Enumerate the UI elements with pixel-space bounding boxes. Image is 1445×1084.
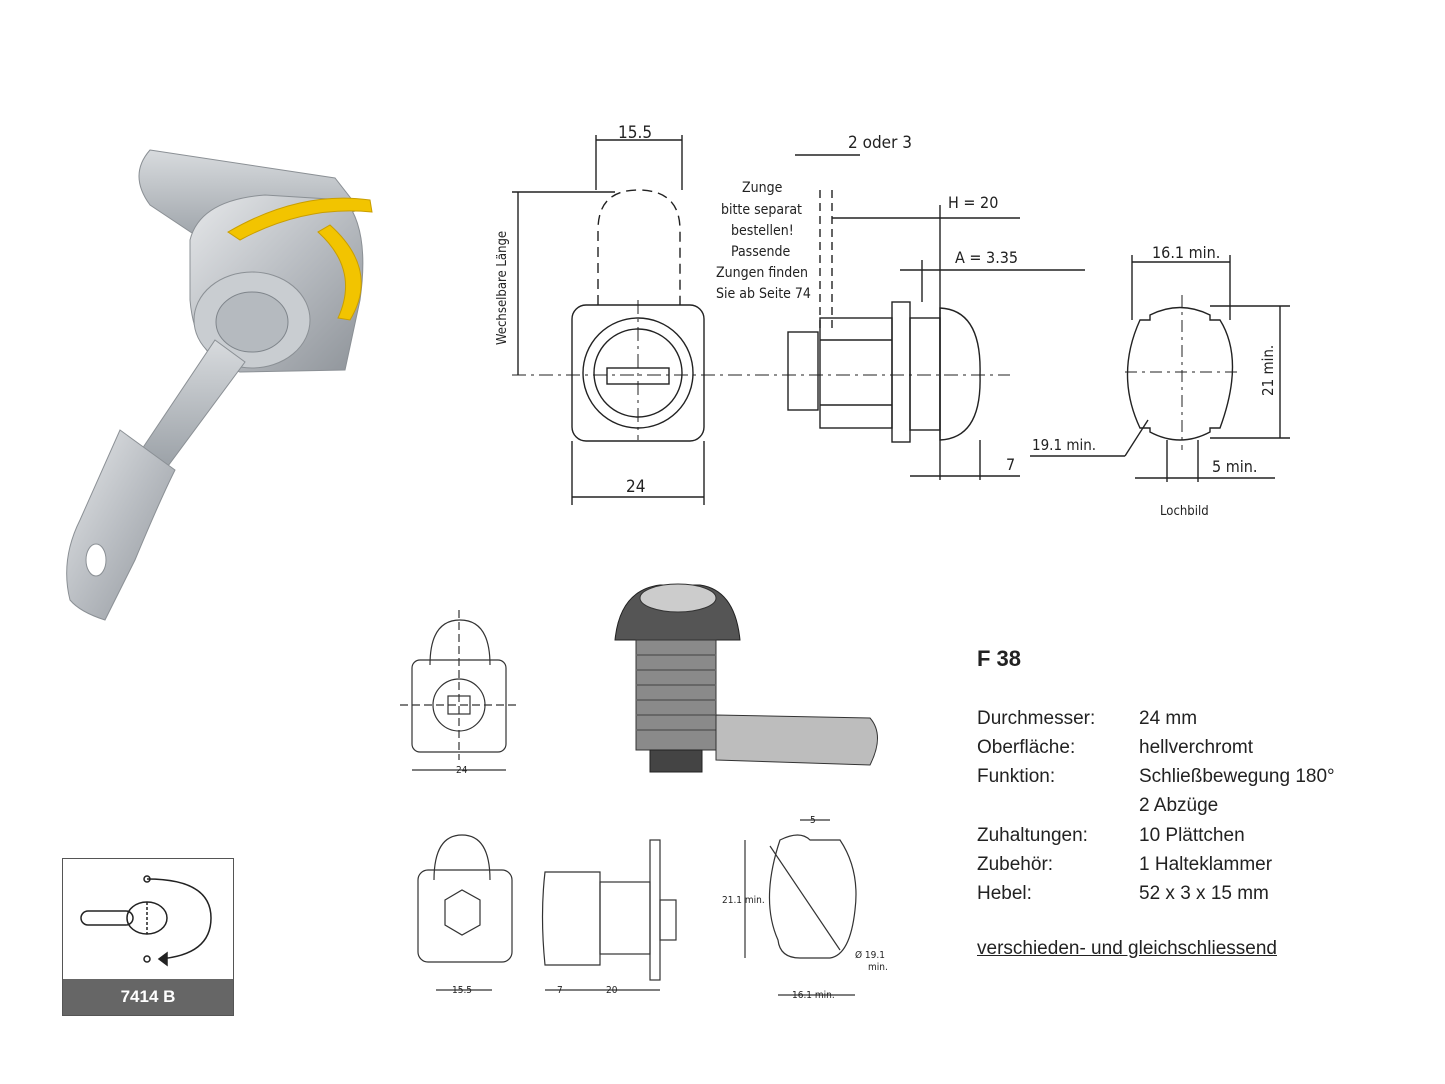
- dim-width-top: 15.5: [618, 123, 652, 143]
- dim-7: 7: [1006, 455, 1015, 474]
- spec-value-function-2: 2 Abzüge: [1139, 795, 1219, 816]
- lock-illustration: [66, 149, 373, 621]
- b-dim-7: 7: [557, 985, 563, 996]
- dim-variable-length: Wechselbare Länge: [495, 231, 510, 345]
- spec-label-diameter: Durchmesser:: [977, 708, 1096, 729]
- product-title: F 38: [977, 646, 1022, 671]
- dim-thickness: 2 oder 3: [848, 133, 912, 153]
- badge-label: 7414 B: [63, 979, 233, 1015]
- spec-label-tumblers: Zuhaltungen:: [977, 825, 1088, 846]
- spec-label-surface: Oberfläche:: [977, 737, 1076, 758]
- spec-value-tumblers: 10 Plättchen: [1139, 825, 1245, 846]
- function-badge: 7414 B: [62, 858, 234, 1016]
- tongue-note-5: Zungen finden: [716, 265, 808, 281]
- b-dim-24: 24: [456, 765, 468, 776]
- top-technical-drawing: 15.5 2 oder 3 Zunge bitte separat bestel…: [495, 123, 1290, 519]
- b-dim-20: 20: [606, 985, 618, 996]
- b-dim-5: 5: [810, 815, 816, 826]
- spec-value-diameter: 24 mm: [1139, 708, 1198, 729]
- b-dim-15-5: 15.5: [452, 985, 472, 996]
- spec-label-accessory: Zubehör:: [977, 854, 1054, 875]
- spec-value-accessory: 1 Halteklammer: [1139, 854, 1273, 875]
- spec-value-surface: hellverchromt: [1139, 737, 1254, 758]
- b-dim-19-1-min: min.: [868, 962, 888, 973]
- tongue-note-1: Zunge: [742, 180, 783, 196]
- spec-value-lever: 52 x 3 x 15 mm: [1139, 883, 1269, 904]
- b-dim-16-1: 16.1 min.: [792, 990, 835, 1001]
- dim-h: H = 20: [948, 193, 998, 212]
- dim-16-1-min: 16.1 min.: [1152, 243, 1220, 262]
- b-dim-19-1: Ø 19.1: [855, 949, 885, 961]
- dim-a: A = 3.35: [955, 248, 1018, 267]
- rotation-180-icon: [80, 875, 212, 967]
- spec-value-function: Schließbewegung 180°: [1139, 766, 1335, 787]
- keying-options-link[interactable]: verschieden- und gleichschliessend: [977, 938, 1277, 959]
- tongue-note-2: bitte separat: [721, 202, 802, 218]
- spec-label-function: Funktion:: [977, 766, 1056, 787]
- tongue-note-6: Sie ab Seite 74: [716, 286, 811, 302]
- lock-photo: [614, 583, 878, 773]
- tongue-note-4: Passende: [731, 244, 791, 260]
- dim-width-bottom: 24: [626, 477, 645, 497]
- spec-label-lever: Hebel:: [977, 883, 1032, 904]
- dim-19-1-min: 19.1 min.: [1032, 436, 1096, 454]
- cutout-label: Lochbild: [1160, 504, 1209, 519]
- b-dim-21-1: 21.1 min.: [722, 895, 765, 906]
- dim-5-min: 5 min.: [1212, 457, 1257, 476]
- dim-21-min: 21 min.: [1259, 345, 1277, 396]
- tongue-note-3: bestellen!: [731, 223, 794, 239]
